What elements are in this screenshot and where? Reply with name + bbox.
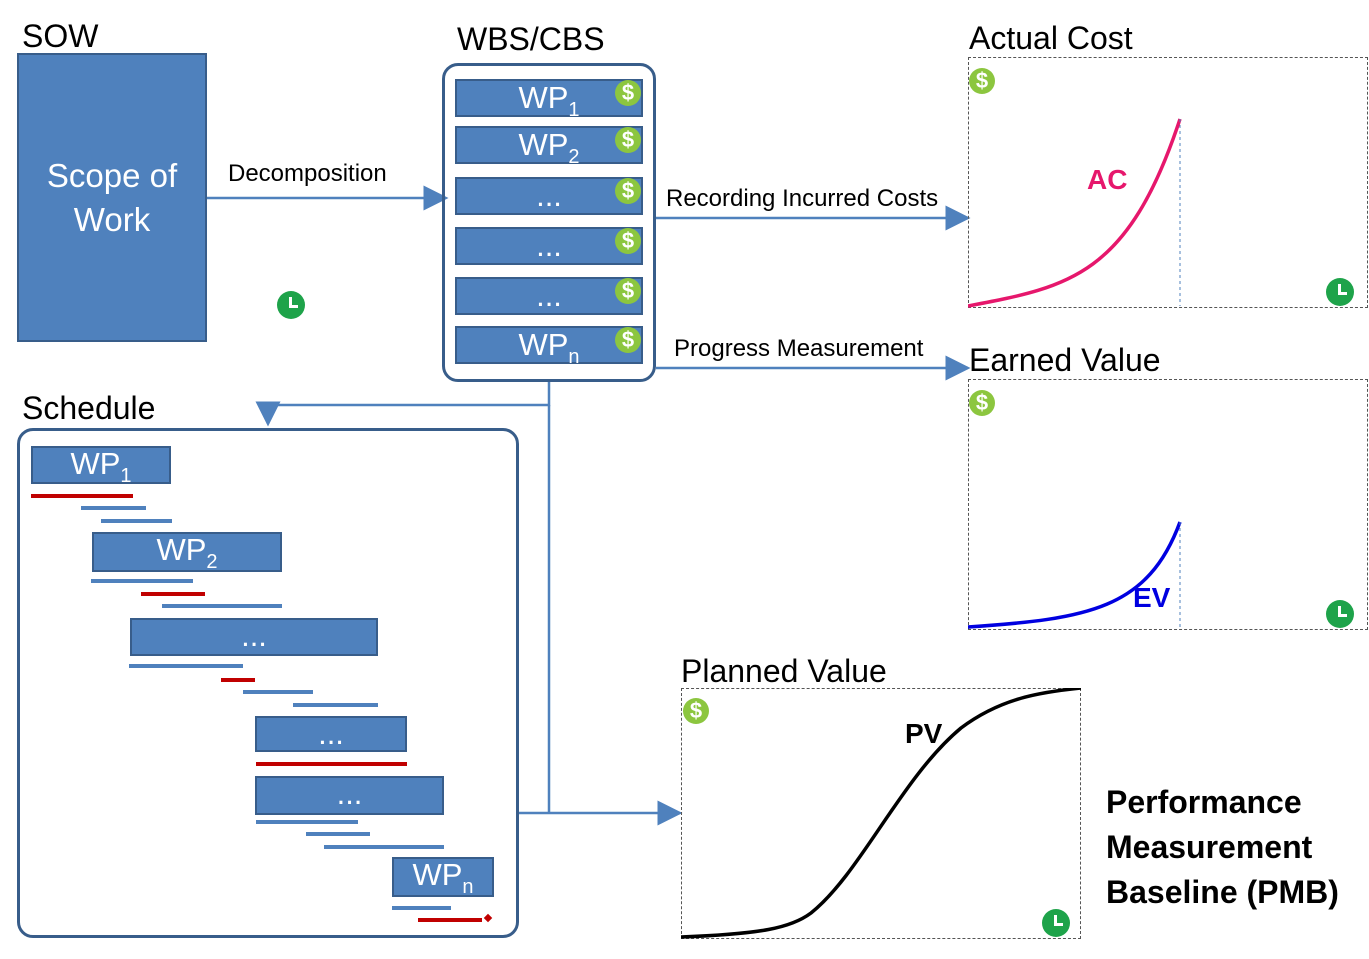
schedule-title: Schedule (22, 390, 156, 426)
pmb-line-3: Baseline (PMB) (1106, 874, 1339, 910)
decomposition-label: Decomposition (228, 160, 387, 187)
critical-activity-bar (221, 678, 255, 682)
critical-activity-bar (141, 592, 205, 596)
schedule-work-package-label: ... (241, 618, 267, 653)
wbs-work-package: WPn (455, 326, 643, 367)
activity-bar (101, 519, 172, 523)
wbs-work-package-label: ... (536, 178, 562, 213)
activity-bar (129, 664, 243, 668)
wbs-work-package: ... (455, 177, 643, 215)
earned-value-title: Earned Value (969, 342, 1161, 378)
schedule-work-package-label: ... (336, 776, 363, 811)
dollar-icon: $ (615, 228, 641, 254)
ev-label: EV (1133, 582, 1171, 613)
dollar-icon: $ (615, 80, 641, 106)
activity-bar (306, 832, 370, 836)
schedule-work-package: WP2 (92, 532, 282, 572)
pv-curve (681, 688, 1081, 939)
progress-label: Progress Measurement (674, 335, 924, 362)
schedule-work-package: WP1 (31, 446, 171, 487)
wbs-container (442, 63, 656, 382)
schedule-work-package-subscript: 1 (120, 465, 132, 487)
activity-bar (243, 690, 313, 694)
pmb-label: Performance Measurement Baseline (PMB) (1106, 780, 1339, 915)
dollar-icon: $ (683, 698, 709, 724)
activity-bar (293, 703, 378, 707)
planned-value-chart (681, 688, 1081, 939)
planned-value-curve-layer (681, 688, 1081, 939)
critical-activity-bar (31, 494, 133, 498)
schedule-work-package-subscript: n (462, 876, 474, 898)
wbs-work-package-label: WP (518, 127, 569, 162)
schedule-work-package-label: WP (412, 857, 463, 892)
earned-value-curve-layer (968, 521, 1182, 629)
dollar-icon: $ (615, 178, 641, 204)
activity-bar (256, 820, 358, 824)
wbs-work-package-subscript: n (568, 346, 580, 368)
pmb-line-1: Performance (1106, 784, 1302, 820)
activity-bar (392, 906, 451, 910)
scope-of-work-label: Scope of Work (46, 156, 178, 238)
schedule-work-package-subscript: 2 (206, 551, 218, 573)
scope-of-work-box: Scope of Work (17, 53, 207, 342)
actual-cost-title: Actual Cost (969, 20, 1133, 56)
pmb-line-2: Measurement (1106, 829, 1313, 865)
wbs-to-schedule-arrow (255, 382, 551, 427)
ac-curve (968, 118, 1182, 308)
wbs-title: WBS/CBS (457, 21, 605, 57)
wbs-work-package-subscript: 1 (568, 99, 580, 121)
wbs-work-package-label: WP (518, 80, 569, 115)
pv-label: PV (905, 718, 943, 749)
schedule-work-package-label: WP (70, 446, 121, 481)
activity-bar (81, 506, 146, 510)
actual-cost-curve-layer (968, 118, 1182, 308)
clock-icon (1042, 909, 1070, 937)
wbs-work-package-subscript: 2 (568, 146, 580, 168)
planned-value-title: Planned Value (681, 653, 887, 689)
schedule-work-package-label: ... (318, 716, 344, 751)
critical-activity-bar (256, 762, 407, 766)
activity-bar (162, 604, 282, 608)
dollar-icon: $ (969, 390, 995, 416)
wbs-work-package: WP1 (455, 79, 643, 120)
schedule-container (17, 428, 519, 938)
earned-value-chart (968, 379, 1368, 630)
clock-icon (1326, 278, 1354, 306)
schedule-work-package-label: WP (156, 532, 207, 567)
wbs-work-package-label: ... (536, 228, 562, 263)
ac-label: AC (1087, 164, 1128, 195)
dollar-icon: $ (969, 68, 995, 94)
wbs-work-package-label: WP (518, 327, 569, 362)
wbs-work-package-label: ... (536, 278, 562, 313)
wbs-work-package: WP2 (455, 126, 643, 167)
recording-label: Recording Incurred Costs (666, 185, 939, 212)
activity-bar (324, 845, 444, 849)
dollar-icon: $ (615, 327, 641, 353)
schedule-work-package: WPn (392, 857, 494, 897)
dollar-icon: $ (615, 127, 641, 153)
wbs-work-package: ... (455, 277, 643, 315)
schedule-work-package: ... (130, 618, 378, 656)
actual-cost-chart (968, 57, 1368, 308)
schedule-work-package: ... (255, 716, 407, 752)
activity-bar (91, 579, 193, 583)
schedule-work-package: ... (255, 776, 444, 815)
wbs-work-package: ... (455, 227, 643, 265)
clock-icon (277, 291, 305, 319)
ev-curve (968, 521, 1182, 629)
sow-title: SOW (22, 18, 99, 54)
critical-activity-bar (418, 918, 482, 922)
dollar-icon: $ (615, 278, 641, 304)
clock-icon (1326, 600, 1354, 628)
